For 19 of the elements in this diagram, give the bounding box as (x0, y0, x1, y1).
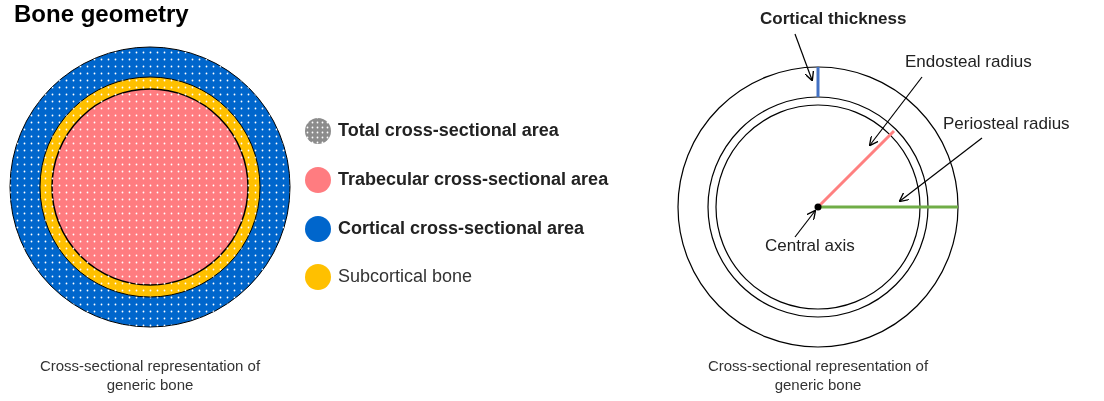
leader-line (794, 33, 815, 82)
legend-label: Total cross-sectional area (338, 120, 559, 141)
callout-label: Periosteal radius (943, 114, 1070, 134)
callout-label: Cortical thickness (760, 9, 907, 29)
leader-line (868, 76, 923, 147)
title: Bone geometry (14, 0, 189, 28)
legend-label: Cortical cross-sectional area (338, 218, 585, 239)
central-axis-dot (814, 203, 822, 211)
leader-line (794, 209, 817, 238)
thickness-line (816, 67, 820, 97)
leader-line (898, 137, 983, 203)
radius-line (818, 205, 958, 209)
callout-label: Central axis (765, 236, 855, 256)
caption: Cross-sectional representation of generic bone (706, 356, 930, 394)
caption: Cross-sectional representation of generic bone (38, 356, 262, 394)
legend-label: Subcortical bone (338, 266, 473, 287)
radius-line (816, 129, 896, 209)
callout-label: Endosteal radius (905, 52, 1032, 72)
legend-label: Trabecular cross-sectional area (338, 169, 609, 190)
